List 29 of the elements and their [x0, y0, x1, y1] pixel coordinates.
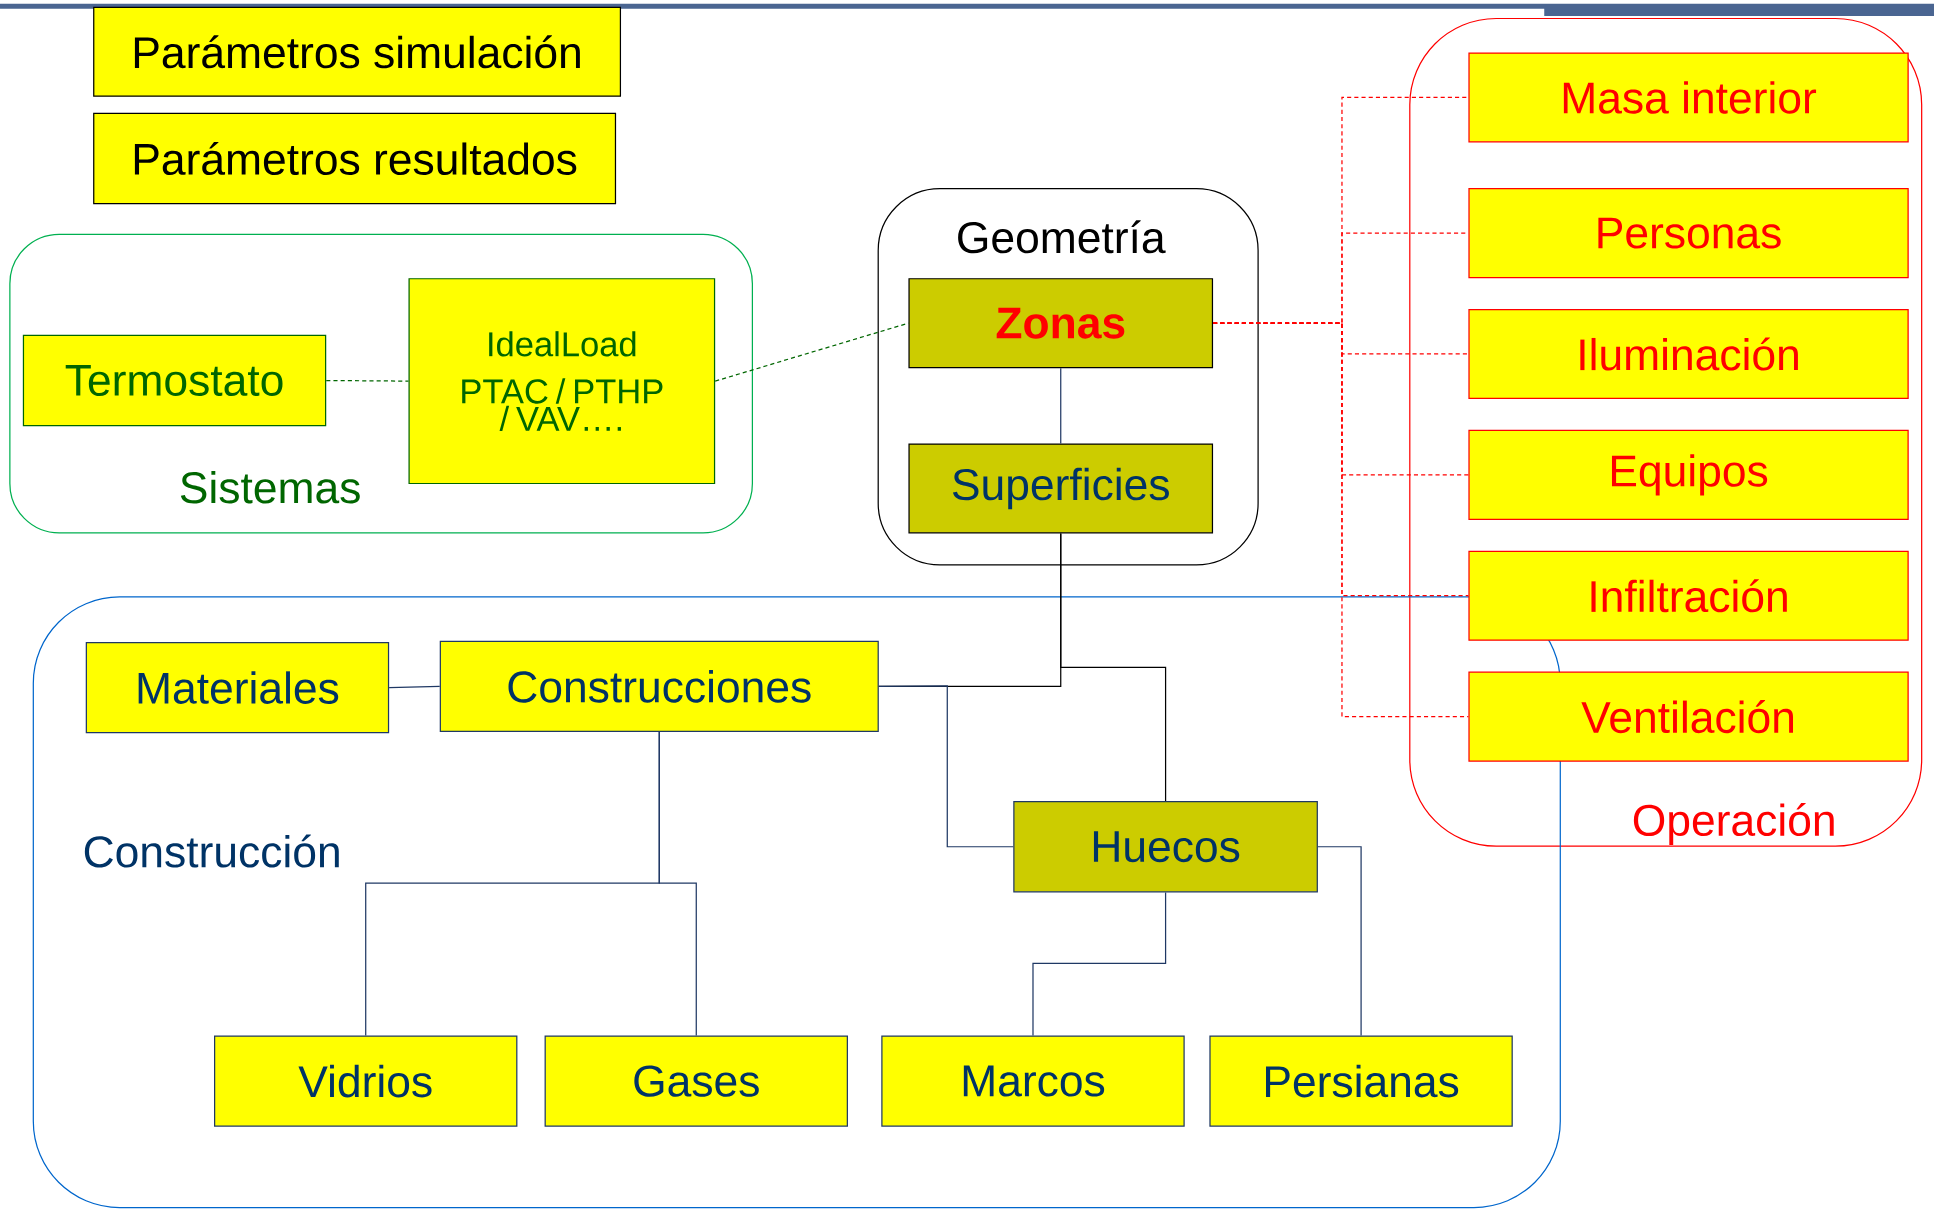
connector-line [658, 731, 697, 1037]
system-box: IdealLoad PTAC / PTHP / VAV…. [408, 278, 716, 485]
construction-box: Marcos [881, 1035, 1185, 1127]
connector-line [714, 322, 910, 382]
construction-box: Gases [544, 1035, 848, 1127]
operation-box: Equipos [1468, 429, 1909, 520]
connector-line [1212, 322, 1469, 718]
construction-box: Persianas [1209, 1035, 1513, 1127]
connector-line [878, 685, 1014, 848]
surface-box: Superficies [908, 443, 1214, 534]
connector-line [1060, 532, 1167, 802]
parameter-box: Parámetros simulación [93, 6, 622, 97]
connector-line [388, 685, 441, 689]
connector-line [1032, 891, 1167, 1037]
operation-box: Infiltración [1468, 550, 1909, 641]
connector-line [1060, 367, 1062, 445]
operation-box: Personas [1468, 188, 1909, 279]
construction-box: Vidrios [214, 1035, 518, 1127]
connector-line [1317, 846, 1362, 1037]
operation-box: Ventilación [1468, 671, 1909, 762]
opening-box: Huecos [1013, 801, 1318, 893]
operation-box: Iluminación [1468, 309, 1909, 400]
connector-line [325, 379, 410, 382]
operation-box: Masa interior [1468, 52, 1909, 143]
zone-box: Zonas [908, 278, 1214, 369]
construction-box: Construcciones [439, 640, 879, 733]
parameter-box: Parámetros resultados [93, 112, 617, 205]
construction-box: Materiales [85, 642, 390, 734]
system-box: Termostato [22, 334, 327, 427]
